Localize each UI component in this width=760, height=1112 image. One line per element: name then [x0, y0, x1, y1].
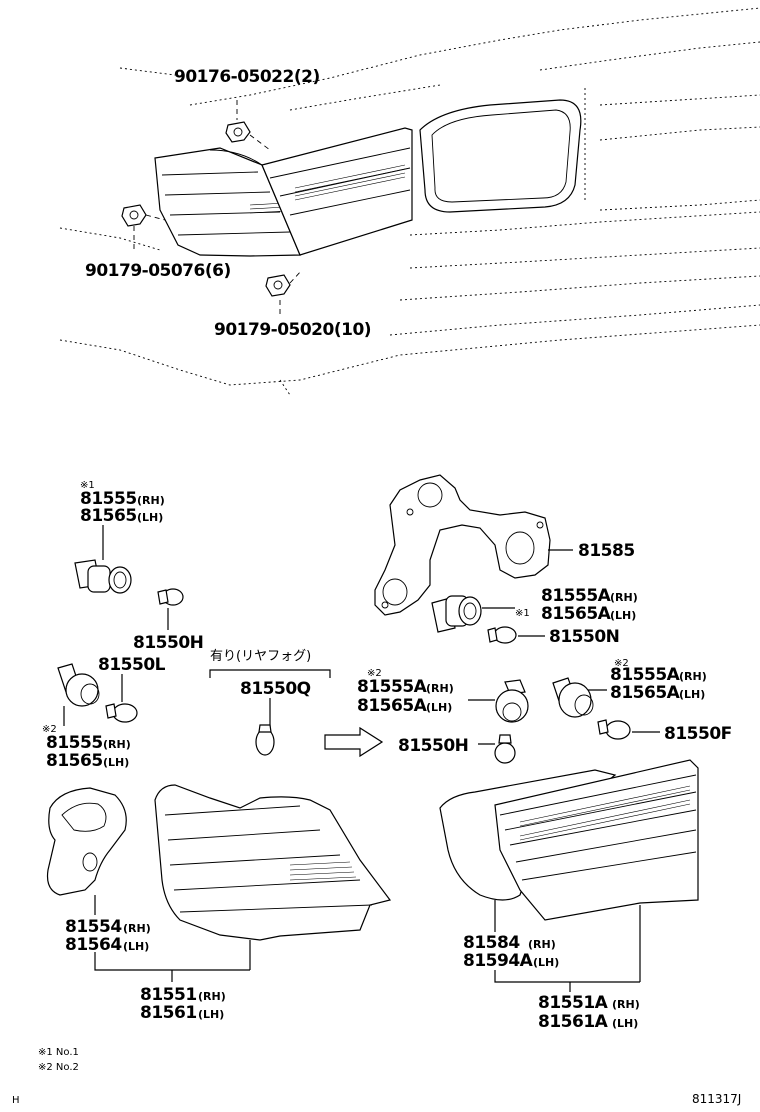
rh-label: (RH) — [137, 494, 165, 507]
bulb-socket-icon — [74, 559, 132, 594]
bulb-icon — [157, 588, 184, 606]
lh-label: (LH) — [198, 1008, 224, 1021]
tail-lamp-outer — [154, 784, 392, 941]
gasket-right-lh: 81594A — [463, 951, 534, 971]
socket-b-rh: 81555A — [357, 677, 428, 697]
lamp-right-lh: 81561A — [538, 1012, 609, 1032]
bulb-l-label: 81550L — [98, 655, 166, 675]
part-number-nut-c: 90179-05020(10) — [214, 320, 371, 340]
vehicle-rear-body — [59, 7, 760, 396]
nut-icon — [265, 269, 303, 315]
rear-fog-title: 有り(リヤフォグ) — [210, 649, 311, 664]
rh-label: (RH) — [528, 938, 556, 951]
tail-lamp-inner — [494, 759, 699, 921]
lamp-right-rh: 81551A — [538, 993, 609, 1013]
bulb-socket-icon — [552, 677, 594, 718]
rh-label: (RH) — [426, 682, 454, 695]
bulb-socket-icon — [495, 679, 529, 723]
bulb-icon — [487, 626, 517, 644]
bulb-icon — [597, 719, 631, 740]
note-mark-1: ※1 — [80, 480, 95, 491]
lh-label: (LH) — [533, 956, 559, 969]
rh-label: (RH) — [103, 738, 131, 751]
lh-label: (LH) — [679, 688, 705, 701]
bulb-icon — [105, 703, 138, 723]
bulb-h2-label: 81550H — [398, 736, 468, 756]
nut-icon — [121, 204, 166, 252]
note-mark-2: ※2 — [42, 724, 57, 735]
socket-b-lh: 81565A — [357, 696, 428, 716]
diagram-id: 811317J — [692, 1092, 741, 1106]
tail-lamp-inner-top — [261, 127, 413, 256]
bulb-h-label: 81550H — [133, 633, 203, 653]
rh-label: (RH) — [123, 922, 151, 935]
bulb-icon — [494, 734, 516, 764]
rh-label: (RH) — [679, 670, 707, 683]
bulb-socket-icon — [431, 595, 482, 633]
socket-c-lh: 81565A — [610, 683, 681, 703]
lamp-left-lh: 81561 — [140, 1003, 197, 1023]
bracket-icon — [374, 474, 551, 616]
arrow-right-icon — [324, 726, 384, 758]
note-mark-2: ※2 — [367, 668, 382, 679]
lh-label: (LH) — [123, 940, 149, 953]
rh-label: (RH) — [610, 591, 638, 604]
part-number-nut-b: 90179-05076(6) — [85, 261, 231, 281]
lh-label: (LH) — [103, 756, 129, 769]
socket-bot-lh: 81565 — [46, 751, 103, 771]
part-number-bolt: 90176-05022(2) — [174, 67, 320, 87]
bulb-n-label: 81550N — [549, 627, 619, 647]
rh-label: (RH) — [612, 998, 640, 1011]
gasket-left-lh: 81564 — [65, 935, 122, 955]
socket-bot-rh: 81555 — [46, 733, 103, 753]
gasket-left-rh: 81554 — [65, 917, 122, 937]
lh-label: (LH) — [612, 1017, 638, 1030]
lh-label: (LH) — [426, 701, 452, 714]
lh-label: (LH) — [610, 609, 636, 622]
gasket-right-rh: 81584 — [463, 933, 520, 953]
fog-bulb-label: 81550Q — [240, 679, 311, 699]
socket-a-rh: 81555A — [541, 586, 612, 606]
footer-left: H — [12, 1095, 20, 1106]
bulb-socket-icon — [57, 663, 100, 707]
note-mark-2: ※2 — [614, 658, 629, 669]
socket-top-lh: 81565 — [80, 506, 137, 526]
note-mark-1: ※1 — [515, 608, 530, 619]
fog-bulb-icon — [255, 724, 275, 756]
socket-top-rh: 81555 — [80, 489, 137, 509]
tail-lamp-outer-top — [154, 147, 301, 257]
bulb-f-label: 81550F — [664, 724, 732, 744]
bracket-label: 81585 — [578, 541, 635, 561]
rh-label: (RH) — [198, 990, 226, 1003]
socket-a-lh: 81565A — [541, 604, 612, 624]
socket-c-rh: 81555A — [610, 665, 681, 685]
note-1: ※1 No.1 — [38, 1047, 79, 1058]
lamp-left-rh: 81551 — [140, 985, 197, 1005]
lh-label: (LH) — [137, 511, 163, 524]
lamp-gasket-left — [46, 787, 127, 896]
bolt-icon — [225, 100, 271, 151]
note-2: ※2 No.2 — [38, 1062, 79, 1073]
